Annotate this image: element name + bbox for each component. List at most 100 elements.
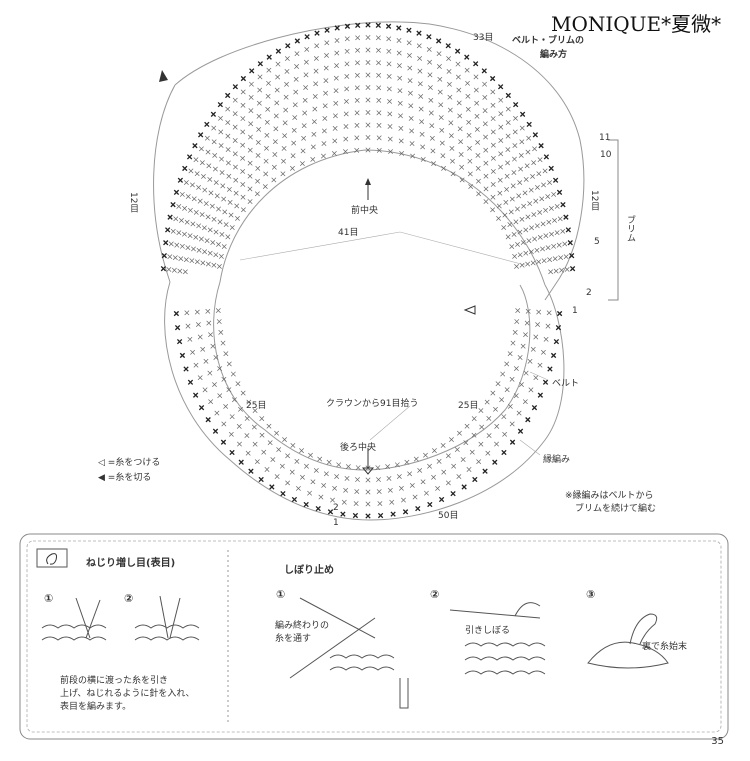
stitch-mark	[512, 143, 518, 149]
stitch-mark	[418, 93, 424, 99]
stitch-mark	[208, 332, 213, 338]
stitch-mark	[222, 209, 228, 215]
stitch-mark	[490, 116, 496, 122]
stitch-mark	[303, 59, 309, 65]
stitch-mark	[177, 177, 184, 183]
stitch-mark	[502, 431, 508, 437]
stitch-mark	[510, 183, 516, 189]
stitch-mark	[271, 164, 277, 170]
stitch-mark	[430, 148, 436, 154]
stitch-mark	[365, 489, 371, 495]
page-number: 35	[711, 736, 724, 747]
stitch-mark	[532, 236, 538, 242]
stitch-mark	[412, 494, 418, 500]
stitch-mark	[291, 127, 297, 133]
stitch-mark	[499, 397, 505, 403]
stitch-mark	[218, 253, 224, 259]
stitch-mark	[534, 247, 540, 253]
stitch-mark	[220, 439, 227, 445]
stitch-mark	[537, 209, 543, 215]
stitch-mark	[459, 164, 465, 170]
stitch-mark	[431, 474, 436, 480]
stitch-mark	[557, 216, 563, 222]
stitch-mark	[475, 165, 481, 171]
stitch-mark	[266, 423, 272, 429]
stitch-mark	[276, 447, 282, 453]
row-number-10: 10	[600, 150, 612, 160]
stitch-mark	[481, 68, 487, 74]
stitch-mark	[273, 113, 279, 119]
stitch-mark	[294, 458, 300, 464]
stitch-mark	[523, 227, 529, 233]
stitch-mark	[483, 134, 488, 140]
stitch-mark	[565, 227, 571, 233]
stitch-mark	[255, 165, 261, 171]
stitch-mark	[534, 223, 540, 229]
stitch-mark	[386, 73, 392, 79]
stitch-mark	[494, 423, 500, 429]
stitch-mark	[197, 334, 203, 340]
stitch-mark	[248, 134, 253, 140]
stitch-mark	[420, 479, 426, 485]
stitch-mark	[188, 168, 194, 174]
stitch-mark	[170, 201, 176, 208]
stitch-mark	[165, 227, 171, 233]
stitch-mark	[416, 30, 422, 36]
stitch-mark	[226, 173, 232, 179]
stitch-mark	[179, 218, 184, 223]
stitch-mark	[541, 258, 547, 264]
stitch-mark	[354, 147, 360, 153]
count-inner: 41目	[338, 228, 359, 238]
stitch-mark	[365, 22, 371, 28]
stitch-mark	[526, 135, 532, 141]
stitch-mark	[332, 485, 338, 491]
stitch-mark	[204, 238, 210, 244]
stitch-mark	[315, 505, 321, 512]
stitch-mark	[218, 329, 224, 335]
stitch-mark	[233, 164, 238, 170]
stitch-mark	[282, 120, 288, 126]
stitch-mark	[333, 75, 339, 81]
stitch-mark	[552, 177, 559, 183]
count-right: 12目	[589, 190, 599, 211]
stitch-mark	[511, 170, 517, 176]
stitch-mark	[553, 338, 560, 345]
stitch-mark	[185, 323, 191, 329]
stitch-mark	[365, 135, 371, 140]
stitch-mark	[240, 390, 246, 396]
stitch-mark	[423, 452, 428, 458]
stitch-mark	[523, 332, 528, 338]
stitch-mark	[466, 132, 472, 138]
stitch-mark	[290, 153, 296, 159]
stitch-mark	[543, 233, 549, 239]
stitch-mark	[299, 161, 305, 167]
stitch-mark	[232, 97, 238, 103]
stitch-mark	[376, 147, 382, 153]
stitch-mark	[204, 121, 210, 128]
stitch-mark	[538, 143, 544, 149]
stitch-mark	[229, 225, 235, 230]
stitch-mark	[420, 144, 426, 150]
stitch-mark	[518, 166, 524, 172]
stitch-mark	[459, 177, 465, 183]
stitch-mark	[460, 457, 466, 462]
stitch-mark	[398, 138, 404, 144]
stitch-mark	[324, 40, 330, 46]
stitch-mark	[385, 464, 391, 470]
stitch-mark	[304, 34, 310, 40]
twist-symbol-icon	[36, 548, 68, 568]
stitch-mark	[387, 99, 393, 104]
stitch-mark	[218, 129, 224, 135]
stitch-mark	[408, 103, 414, 109]
stitch-mark	[415, 505, 421, 512]
stitch-mark	[377, 512, 384, 519]
stitch-mark	[240, 102, 246, 108]
stitch-mark	[505, 106, 511, 112]
twist-increase-title: ねじり増し目(表目)	[86, 558, 176, 569]
stitch-mark	[182, 269, 188, 275]
stitch-mark	[569, 266, 576, 272]
stitch-mark	[283, 107, 289, 113]
stitch-mark	[193, 209, 199, 215]
stitch-mark	[213, 229, 219, 235]
stitch-mark	[321, 141, 327, 146]
